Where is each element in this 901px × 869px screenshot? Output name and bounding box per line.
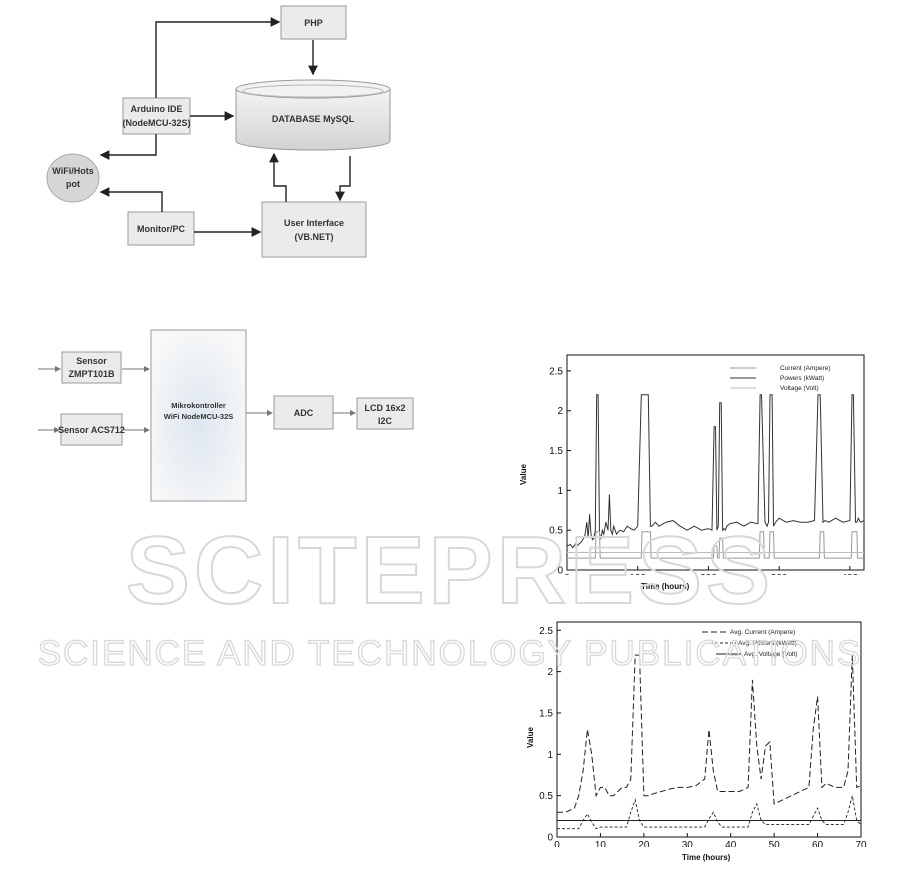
- chart2-ytick-label: 2.5: [539, 626, 553, 637]
- adc-label: ADC: [294, 408, 314, 418]
- diagram2-connectors: [38, 366, 356, 433]
- legend-label-avg-powers: Avg. Powers (kWatt): [738, 640, 797, 647]
- chart1-ylabel: Value: [519, 464, 528, 485]
- chart1-ytick-label: 1.5: [549, 446, 563, 457]
- chart2-plot-area: [556, 621, 862, 838]
- chart1-xtick-label: 0: [564, 573, 570, 575]
- user-interface-node: User Interface (VB.NET): [261, 201, 367, 258]
- chart2-series-layer: [557, 654, 862, 830]
- chart-average-values: 0 10 20 30 40 50 60 70 0 0.5 1 1.5 2 2.5 Avg. Current…: [539, 621, 867, 847]
- chart2-legend: Avg. Current (Ampere) Avg. Powers (kWatt…: [702, 629, 797, 658]
- wifi-hotspot-node: WiFi/Hots pot: [46, 153, 100, 203]
- chart2-series-avg-powers-kwatt: [557, 795, 862, 830]
- chart1-ticks-layer: 0 100 200 300 400 0 0.5 1 1.5 2 2.5: [549, 366, 859, 575]
- arduino-label-line2: (NodeMCU-32S): [122, 118, 190, 128]
- php-label: PHP: [304, 18, 323, 28]
- sensor-zmpt101b-node: Sensor ZMPT101B: [61, 351, 122, 384]
- chart2-ylabel: Value: [526, 727, 535, 748]
- sensor1-label-line2: ZMPT101B: [68, 369, 115, 379]
- chart1-legend: Current (Ampere) Powers (kWatt) Voltage …: [730, 365, 831, 392]
- database-label: DATABASE MySQL: [272, 114, 355, 124]
- arduino-ide-node: Arduino IDE (NodeMCU-32S): [122, 97, 191, 135]
- lcd-node: LCD 16x2 I2C: [356, 397, 414, 430]
- database-node: DATABASE MySQL: [235, 79, 391, 151]
- chart2-xtick-label: 30: [682, 840, 694, 847]
- diagram1-connectors: [99, 17, 351, 237]
- chart2-xtick-label: 40: [725, 840, 737, 847]
- chart1-xtick-label: 200: [700, 573, 717, 575]
- sensor1-label-line1: Sensor: [76, 356, 107, 366]
- chart1-ytick-label: 1: [557, 486, 563, 497]
- sensor2-label: Sensor ACS712: [58, 425, 125, 435]
- chart2-xtick-label: 0: [554, 840, 560, 847]
- chart-power-current-voltage: 0 100 200 300 400 0 0.5 1 1.5 2 2.5 Current (Amper…: [549, 354, 865, 575]
- chart1-plot-area: [566, 354, 865, 571]
- chart1-ytick-label: 2: [557, 406, 563, 417]
- chart1-ytick-label: 0.5: [549, 526, 563, 537]
- chart1-series-layer: [566, 394, 865, 559]
- legend-label-avg-current: Avg. Current (Ampere): [730, 629, 795, 636]
- ui-label-line2: (VB.NET): [295, 232, 334, 242]
- ui-label-line1: User Interface: [284, 218, 344, 228]
- legend-label-current: Current (Ampere): [780, 365, 831, 372]
- chart1-xtick-label: 300: [771, 573, 788, 575]
- system-architecture-diagram: PHP DATABASE MySQL Arduino IDE (NodeMCU-…: [46, 5, 391, 258]
- chart1-series-current-ampere: [567, 531, 864, 559]
- chart2-ytick-label: 0.5: [539, 791, 553, 802]
- wifi-label-line1: WiFi/Hots: [52, 166, 93, 176]
- chart2-ytick-label: 2: [547, 667, 553, 678]
- arduino-label-line1: Arduino IDE: [131, 104, 183, 114]
- chart2-xtick-label: 50: [769, 840, 781, 847]
- chart1-xtick-label: 400: [842, 573, 859, 575]
- chart2-ytick-label: 1.5: [539, 708, 553, 719]
- lcd-label-line2: I2C: [378, 416, 393, 426]
- chart2-series-avg-current-ampere: [557, 654, 862, 813]
- microcontroller-node: Mikrokontroller WiFi NodeMCU-32S: [150, 329, 247, 502]
- chart1-ytick-label: 2.5: [549, 366, 563, 377]
- chart1-ytick-label: 0: [557, 566, 563, 576]
- adc-node: ADC: [273, 395, 334, 430]
- lcd-label-line1: LCD 16x2: [364, 403, 405, 413]
- monitor-pc-node: Monitor/PC: [127, 211, 195, 246]
- chart1-series-powers-kwatt: [566, 394, 865, 549]
- chart2-xlabel: Time (hours): [682, 853, 731, 862]
- chart2-ticks-layer: 0 10 20 30 40 50 60 70 0 0.5 1 1.5 2 2.5: [539, 626, 867, 847]
- chart2-xtick-label: 60: [812, 840, 824, 847]
- legend-label-powers: Powers (kWatt): [780, 375, 824, 382]
- chart2-xtick-label: 10: [595, 840, 607, 847]
- mcu-label-line2: WiFi NodeMCU-32S: [164, 412, 234, 421]
- php-node: PHP: [280, 5, 347, 40]
- legend-label-avg-voltage: Avg. Voltage (Volt): [744, 651, 797, 658]
- chart2-xtick-label: 70: [855, 840, 867, 847]
- chart1-xtick-label: 100: [629, 573, 646, 575]
- chart2-xtick-label: 20: [638, 840, 650, 847]
- legend-label-voltage: Voltage (Volt): [780, 385, 819, 392]
- chart2-ytick-label: 1: [547, 750, 553, 761]
- hardware-block-diagram: Sensor ZMPT101B Sensor ACS712 Mikrokontr…: [38, 329, 414, 502]
- wifi-label-line2: pot: [66, 179, 80, 189]
- mcu-label-line1: Mikrokontroller: [171, 401, 226, 410]
- chart2-ytick-label: 0: [547, 833, 553, 844]
- monitor-label: Monitor/PC: [137, 224, 185, 234]
- sensor-acs712-node: Sensor ACS712: [58, 413, 125, 446]
- chart1-xlabel: Time (hours): [641, 582, 690, 591]
